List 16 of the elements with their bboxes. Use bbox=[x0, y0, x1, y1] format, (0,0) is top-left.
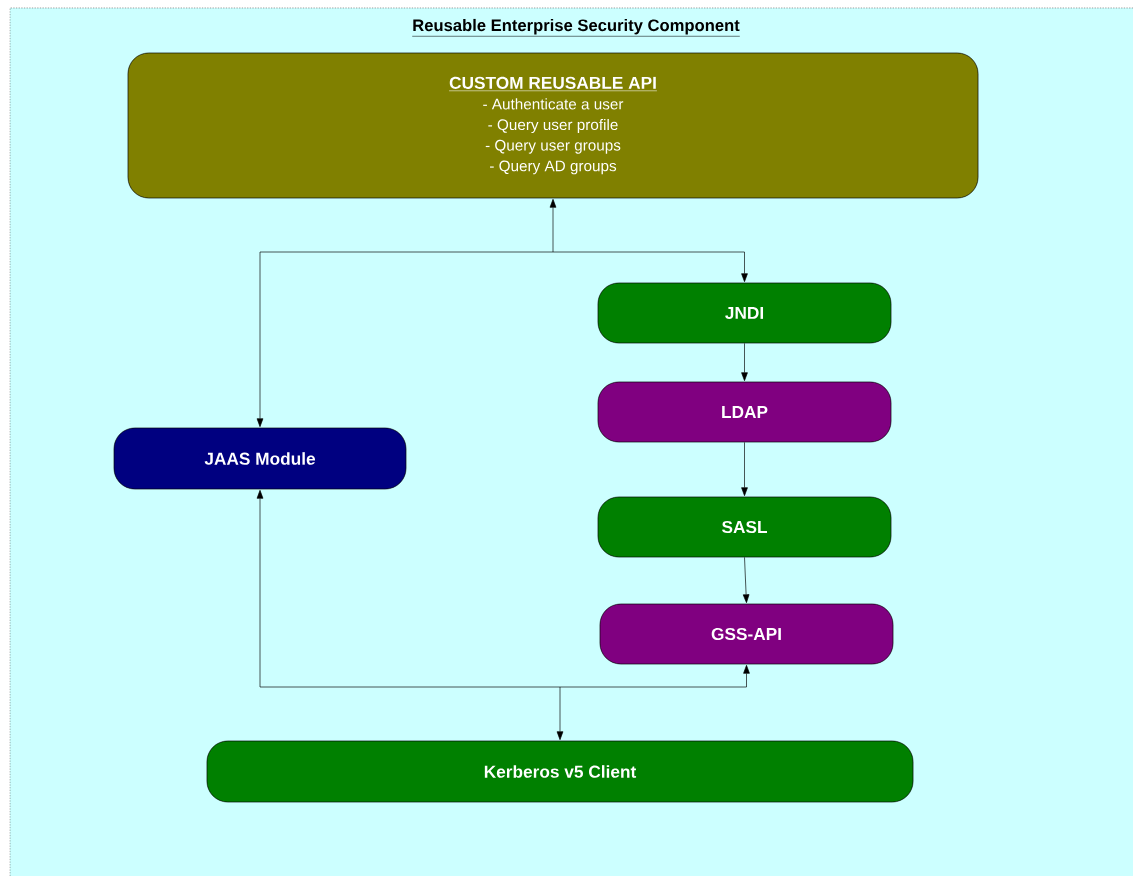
connector-arrow bbox=[256, 251, 554, 427]
process-box: SASL bbox=[597, 496, 892, 558]
process-box: JNDI bbox=[597, 282, 892, 344]
api-box: CUSTOM REUSABLE API - Authenticate a user - Query user profile - Query user groups - Query AD groups bbox=[127, 52, 979, 199]
connector-arrow bbox=[559, 665, 750, 688]
connector-arrow bbox=[256, 490, 561, 688]
connector-arrow bbox=[556, 686, 564, 741]
process-box: Kerberos v5 Client bbox=[206, 740, 914, 803]
connector-arrow bbox=[742, 557, 750, 603]
connector-arrow bbox=[741, 343, 748, 381]
connector-arrow bbox=[552, 251, 748, 282]
connector-arrow bbox=[549, 199, 557, 253]
process-box: JAAS Module bbox=[113, 427, 407, 490]
process-box: GSS-API bbox=[599, 603, 894, 665]
connector-arrow bbox=[741, 442, 748, 496]
process-box: LDAP bbox=[597, 381, 892, 443]
